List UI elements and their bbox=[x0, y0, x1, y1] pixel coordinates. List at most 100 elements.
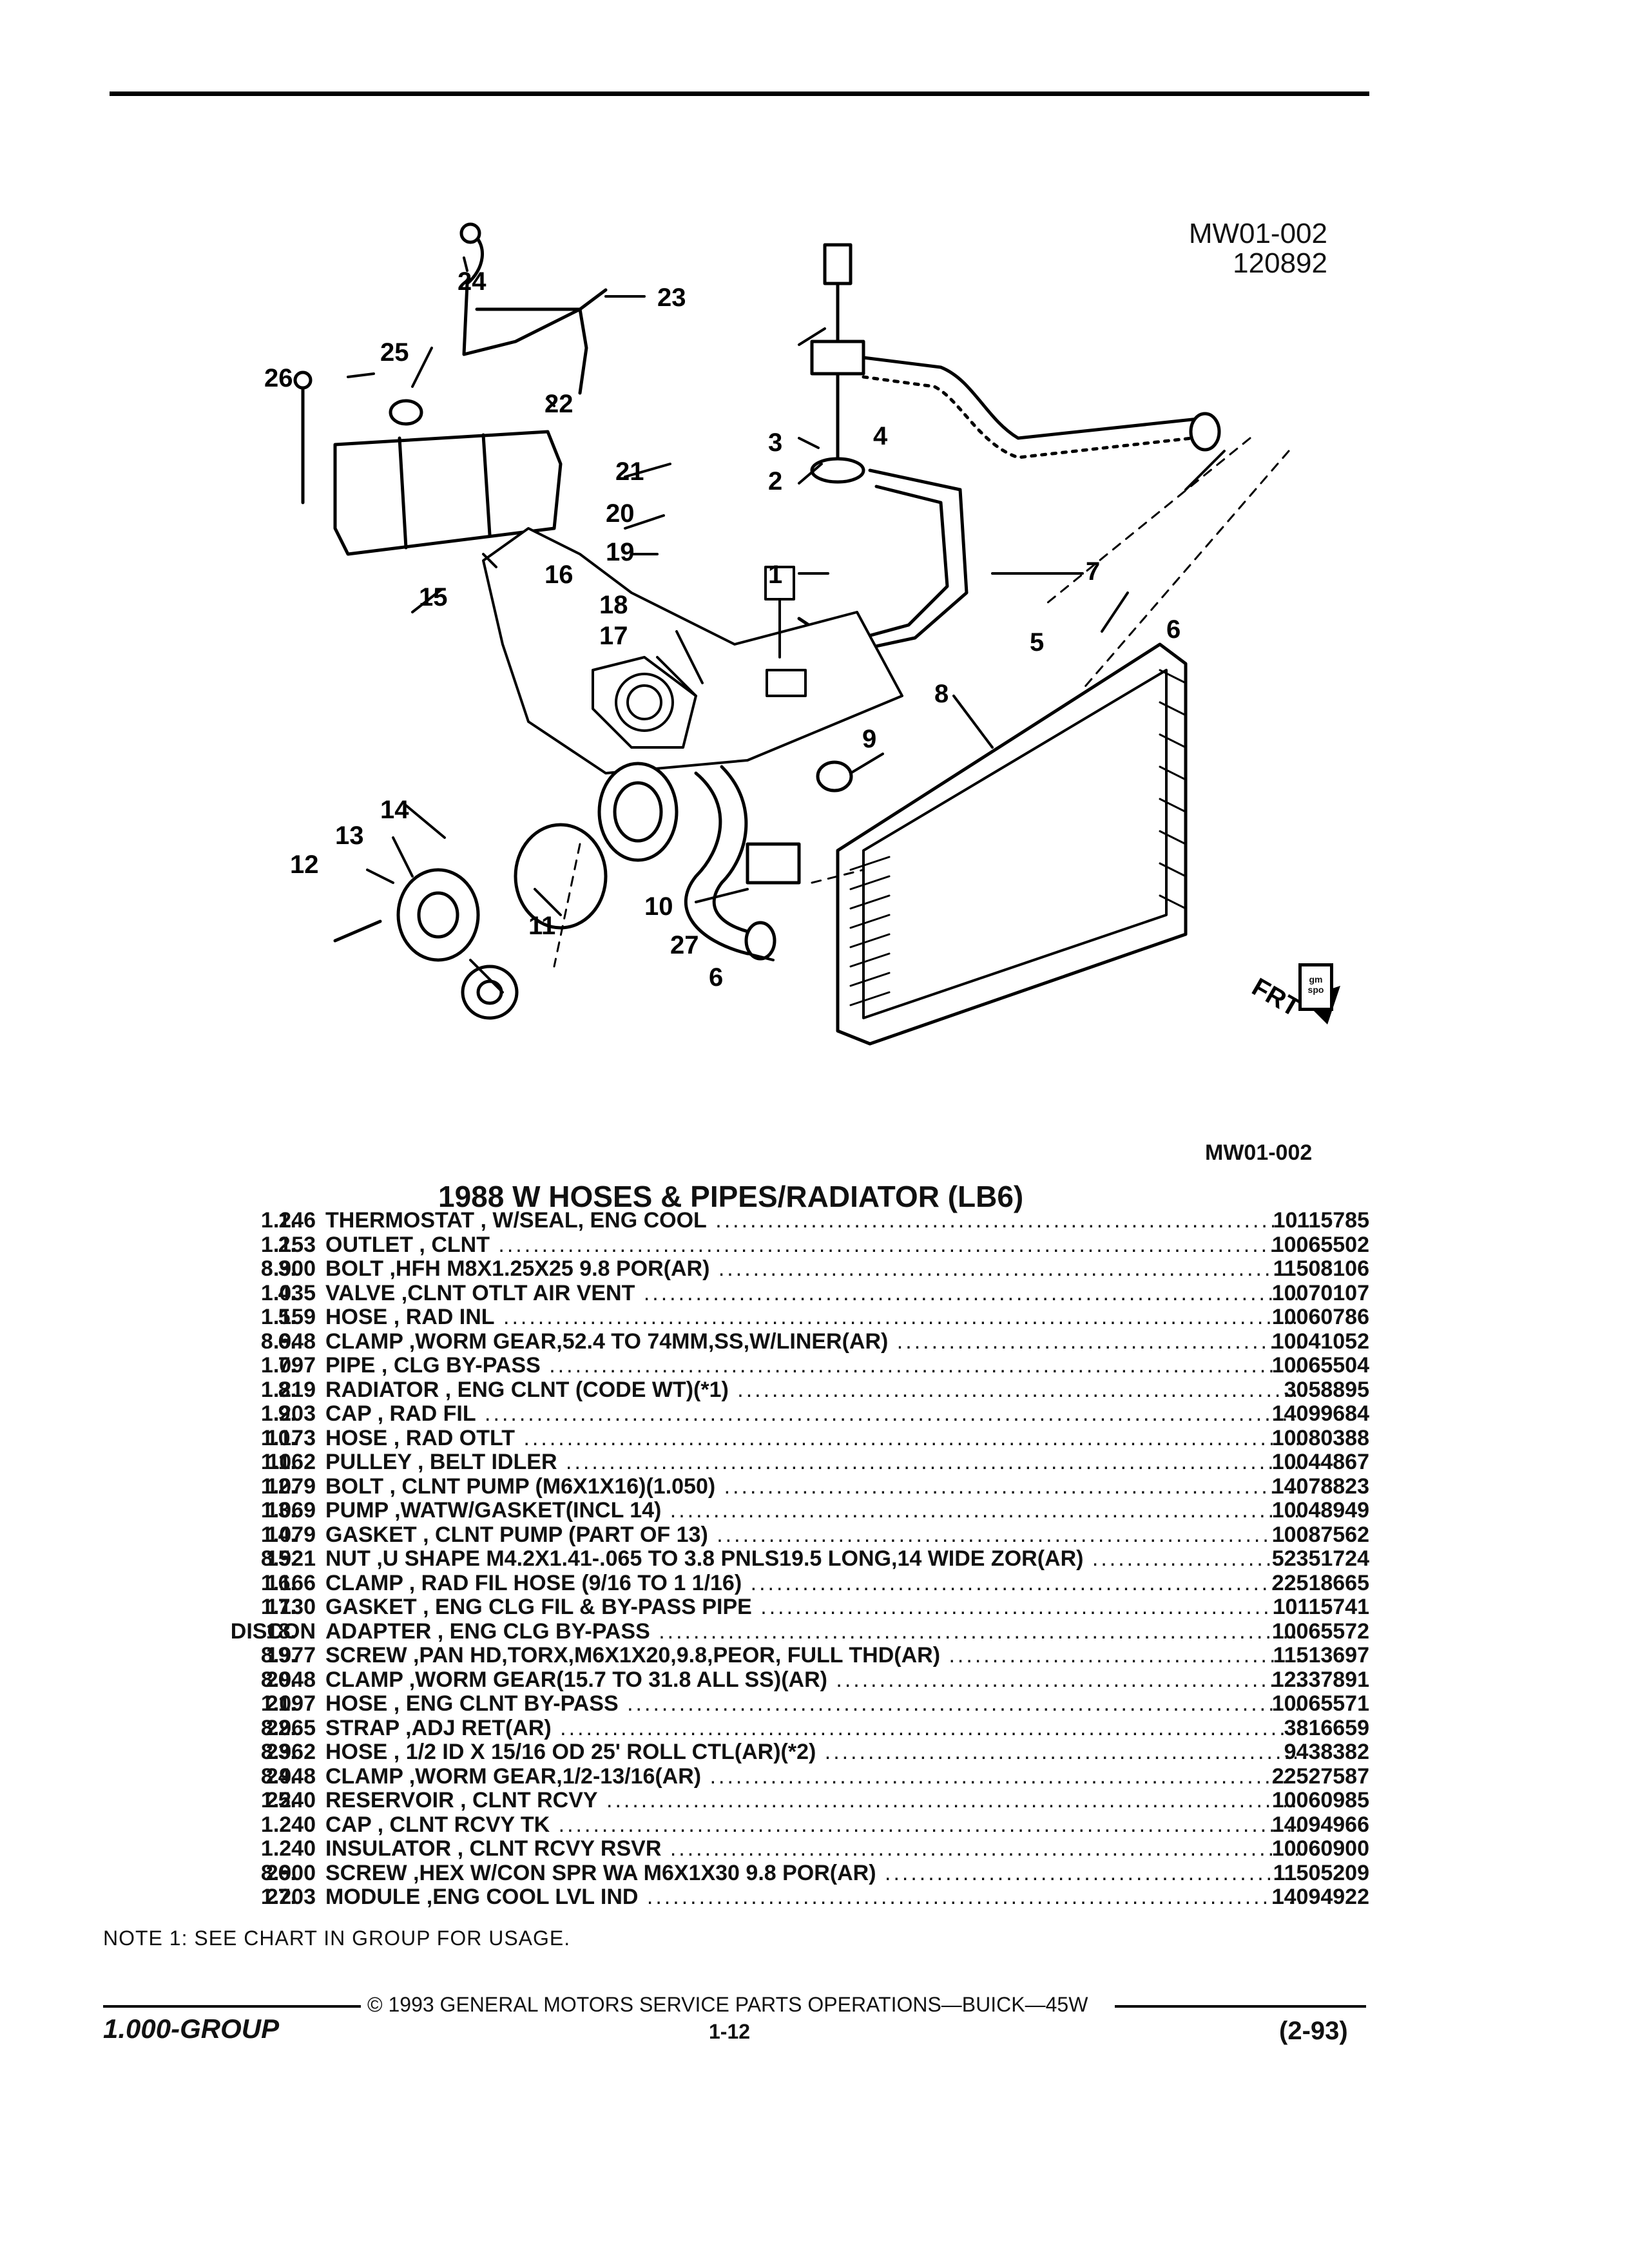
item-number: 17. bbox=[265, 1595, 296, 1619]
callout-6: 6 bbox=[1166, 615, 1181, 644]
callout-15: 15 bbox=[419, 583, 448, 611]
note-text: NOTE 1: SEE CHART IN GROUP FOR USAGE. bbox=[103, 1927, 571, 1950]
item-number: 5. bbox=[278, 1305, 296, 1329]
callout-2: 2 bbox=[768, 467, 782, 495]
item-description: HOSE , RAD INL .........................… bbox=[325, 1305, 1305, 1330]
item-description: VALVE ,CLNT OTLT AIR VENT ..............… bbox=[325, 1281, 1305, 1306]
thermostat-outlet-drawing bbox=[810, 243, 1221, 484]
item-description-text: STRAP ,ADJ RET(AR) bbox=[325, 1715, 552, 1740]
item-description: GASKET , CLNT PUMP (PART OF 13) ........… bbox=[325, 1523, 1305, 1548]
item-number: 7. bbox=[278, 1353, 296, 1378]
item-number: 3. bbox=[278, 1256, 296, 1281]
item-description: SCREW ,HEX W/CON SPR WA M6X1X30 9.8 POR(… bbox=[325, 1861, 1305, 1886]
part-number: 10060786 bbox=[1271, 1305, 1369, 1329]
front-direction-label: FRT bbox=[1248, 973, 1305, 1023]
item-code: 8.962 bbox=[260, 1740, 316, 1764]
item-code: 8.900 bbox=[260, 1256, 316, 1281]
item-code: 1.240 bbox=[260, 1836, 316, 1861]
dot-leader: ........................................… bbox=[760, 1595, 1305, 1619]
callout-7: 7 bbox=[1086, 557, 1100, 586]
item-number: 13. bbox=[265, 1498, 296, 1523]
dot-leader: ........................................… bbox=[503, 1305, 1305, 1329]
part-number: 10044867 bbox=[1271, 1450, 1369, 1474]
part-number: 10060985 bbox=[1271, 1788, 1369, 1812]
item-code: 1.097 bbox=[260, 1691, 316, 1716]
item-description-text: VALVE ,CLNT OTLT AIR VENT bbox=[325, 1280, 635, 1305]
dot-leader: ........................................… bbox=[715, 1208, 1305, 1233]
item-code: 1.079 bbox=[260, 1522, 316, 1547]
dot-leader: ........................................… bbox=[670, 1836, 1305, 1861]
part-number: 14099684 bbox=[1271, 1401, 1369, 1426]
item-code: 1.069 bbox=[260, 1498, 316, 1523]
dot-leader: ........................................… bbox=[836, 1667, 1305, 1692]
callout-21: 21 bbox=[615, 457, 644, 486]
item-description: OUTLET , CLNT ..........................… bbox=[325, 1233, 1305, 1258]
item-code: 8.921 bbox=[260, 1546, 316, 1571]
item-description: CLAMP ,WORM GEAR,1/2-13/16(AR) .........… bbox=[325, 1764, 1305, 1789]
callout-10: 10 bbox=[644, 892, 673, 921]
item-number: 18. bbox=[265, 1619, 296, 1644]
item-number: 10. bbox=[265, 1425, 296, 1450]
callout-14: 14 bbox=[380, 796, 409, 824]
item-number: 22. bbox=[265, 1715, 296, 1740]
dot-leader: ........................................… bbox=[560, 1715, 1305, 1740]
item-description: CLAMP ,WORM GEAR(15.7 TO 31.8 ALL SS)(AR… bbox=[325, 1667, 1305, 1693]
page-number: 1-12 bbox=[709, 2020, 751, 2043]
item-code: 8.948 bbox=[260, 1329, 316, 1354]
dot-leader: ........................................… bbox=[718, 1256, 1305, 1281]
callout-leaders bbox=[347, 256, 1226, 994]
item-description-text: RESERVOIR , CLNT RCVY bbox=[325, 1788, 598, 1812]
item-description: BOLT , CLNT PUMP (M6X1X16)(1.050) ......… bbox=[325, 1474, 1305, 1499]
part-number: 10048949 bbox=[1271, 1498, 1369, 1523]
callout-11: 11 bbox=[528, 912, 555, 940]
item-code: 8.948 bbox=[260, 1763, 316, 1789]
part-number: 22518665 bbox=[1271, 1570, 1369, 1595]
dot-leader: ........................................… bbox=[606, 1788, 1305, 1812]
item-code: 1.240 bbox=[260, 1812, 316, 1837]
item-code: 1.203 bbox=[260, 1401, 316, 1426]
item-description: PULLEY , BELT IDLER ....................… bbox=[325, 1450, 1305, 1475]
part-number: 11508106 bbox=[1273, 1256, 1369, 1281]
dot-leader: ........................................… bbox=[485, 1401, 1305, 1426]
item-code: 1.062 bbox=[260, 1450, 316, 1474]
item-description: RADIATOR , ENG CLNT (CODE WT)(*1) ......… bbox=[325, 1378, 1305, 1403]
leader-lines bbox=[553, 437, 1290, 968]
item-code: 1.203 bbox=[260, 1885, 316, 1909]
part-number: 14094966 bbox=[1271, 1812, 1369, 1837]
item-description-text: RADIATOR , ENG CLNT (CODE WT)(*1) bbox=[325, 1377, 729, 1402]
item-number: 2. bbox=[278, 1232, 296, 1257]
exploded-parts-diagram: 1 2 3 4 5 6 7 8 9 10 11 12 13 14 15 16 1… bbox=[264, 222, 1340, 1046]
callout-6b: 6 bbox=[709, 963, 723, 992]
radiator-drawing bbox=[816, 642, 1188, 1046]
item-description: NUT ,U SHAPE M4.2X1.41-.065 TO 3.8 PNLS1… bbox=[325, 1546, 1305, 1571]
part-number: 10060900 bbox=[1271, 1836, 1369, 1861]
footer-rule-right bbox=[1115, 2005, 1366, 2008]
item-description: MODULE ,ENG COOL LVL IND ...............… bbox=[325, 1885, 1305, 1910]
outlet-hose-drawing bbox=[684, 765, 801, 961]
item-description-text: NUT ,U SHAPE M4.2X1.41-.065 TO 3.8 PNLS1… bbox=[325, 1546, 1084, 1571]
item-number: 6. bbox=[278, 1329, 296, 1354]
item-code: 1.219 bbox=[260, 1377, 316, 1402]
item-description: GASKET , ENG CLG FIL & BY-PASS PIPE ....… bbox=[325, 1595, 1305, 1620]
item-description-text: HOSE , RAD INL bbox=[325, 1305, 495, 1329]
dot-leader: ........................................… bbox=[724, 1474, 1305, 1499]
item-description-text: CAP , RAD FIL bbox=[325, 1401, 476, 1426]
item-number: 26. bbox=[265, 1860, 296, 1885]
dot-leader: ........................................… bbox=[643, 1280, 1305, 1305]
dot-leader: ........................................… bbox=[737, 1377, 1305, 1402]
dot-leader: ........................................… bbox=[565, 1450, 1305, 1474]
